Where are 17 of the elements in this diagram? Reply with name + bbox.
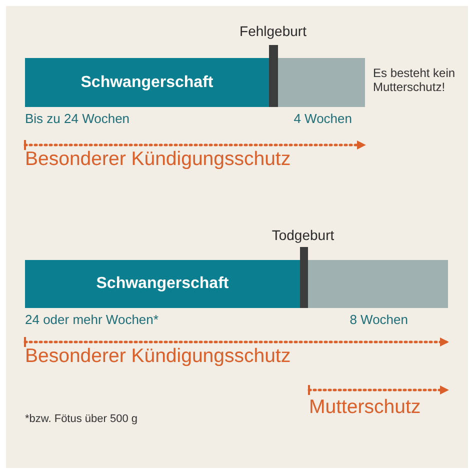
duration-label: Bis zu 24 Wochen [25, 111, 131, 127]
event-label: Fehlgeburt [238, 23, 308, 40]
duration-label: 24 oder mehr Wochen* [25, 312, 160, 328]
bar-label: Schwangerschaft [96, 275, 229, 293]
pregnancy-bar [25, 58, 269, 107]
bar-label: Schwangerschaft [80, 74, 214, 92]
duration-label: 4 Wochen [292, 111, 352, 127]
duration-label: 8 Wochen [348, 312, 408, 328]
period-bar [278, 58, 365, 107]
note: Es besteht kein Mutterschutz! [373, 66, 456, 95]
event-label: Todgeburt [270, 227, 336, 244]
footnote: *bzw. Fötus über 500 g [25, 413, 139, 426]
period-label: Besonderer Kündigungsschutz [25, 345, 292, 368]
period-label: Besonderer Kündigungsschutz [25, 148, 292, 172]
period-label: Mutterschutz [309, 396, 422, 420]
pregnancy-bar [25, 260, 300, 308]
period-bar [308, 260, 448, 308]
